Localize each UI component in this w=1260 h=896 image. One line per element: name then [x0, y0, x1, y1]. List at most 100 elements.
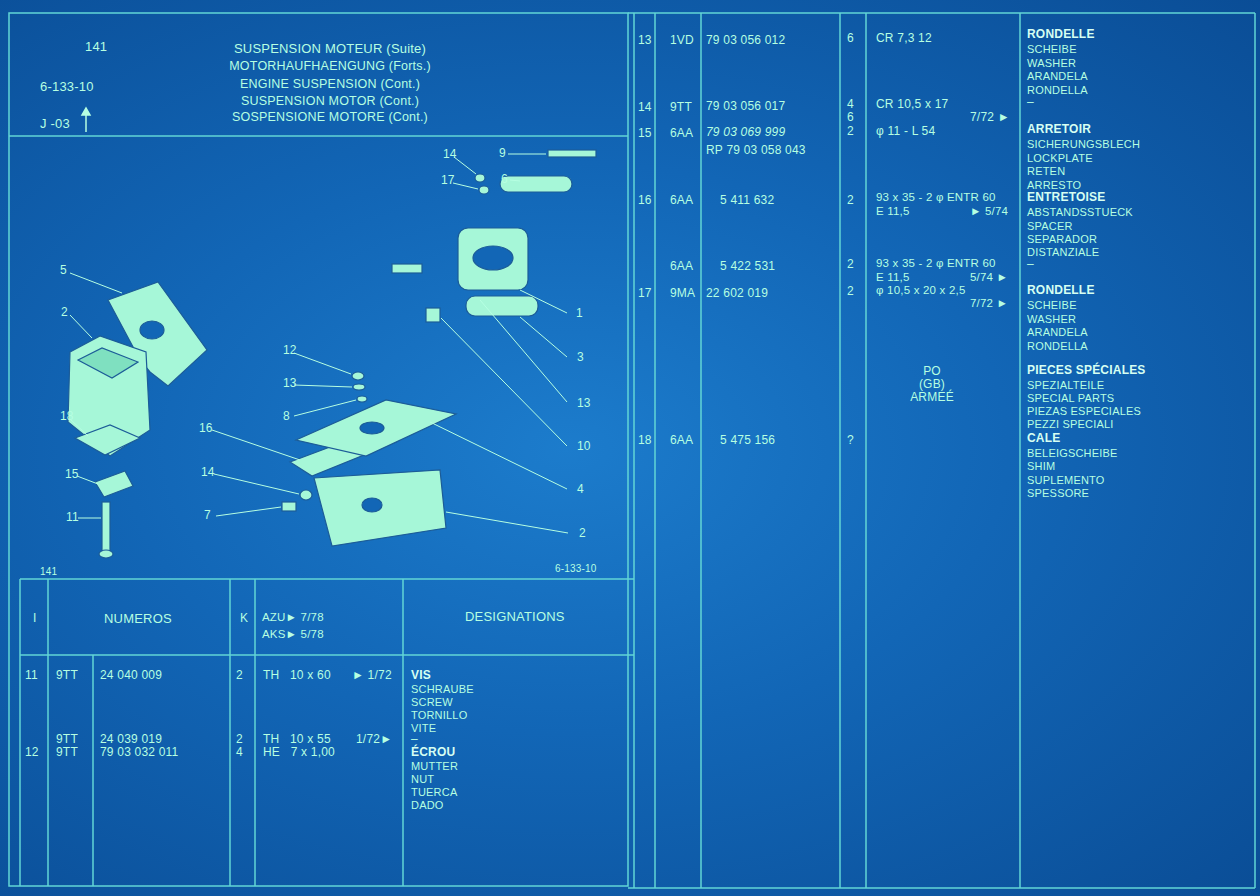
heading-text: J -03 [40, 117, 70, 132]
header-rule [9, 135, 628, 137]
nut-12 [352, 372, 364, 380]
table-cell: 2 [847, 194, 854, 208]
bolt-head [99, 550, 113, 558]
table-cell: HE 7 x 1,00 [263, 746, 335, 760]
leader-line [212, 430, 300, 460]
table-cell: 1/72► [356, 733, 392, 747]
leader-line [77, 476, 98, 484]
table-cell: 6 [847, 111, 854, 125]
table-rule [254, 579, 256, 886]
table-cell: 9TT [56, 746, 78, 760]
leader-lines [70, 154, 568, 533]
washer-13 [353, 384, 365, 390]
callout-number: 15 [65, 468, 79, 482]
table-rule [633, 13, 635, 888]
arrow-head [82, 108, 90, 115]
table-rule [628, 887, 1255, 889]
plate-1 [458, 228, 528, 290]
figure-rule [20, 578, 634, 580]
table-cell: 13 [638, 34, 652, 48]
table-rule [839, 13, 841, 888]
callout-number: 4 [577, 483, 584, 497]
table-cell: SHIM [1027, 460, 1055, 473]
table-cell: ARRETOIR [1027, 123, 1091, 137]
heading-text: SUSPENSION MOTOR (Cont.) [241, 94, 419, 108]
table-cell: ARRESTO [1027, 179, 1081, 192]
arrow-shaft [85, 114, 87, 132]
table-cell: 15 [638, 127, 652, 141]
table-rule [19, 579, 21, 886]
table-cell: (GB) [919, 378, 945, 392]
plate-hole [473, 246, 513, 270]
revision-arrow [82, 108, 90, 132]
table-cell: 9TT [56, 669, 78, 683]
table-cell: 6AA [670, 260, 693, 274]
leader-line [214, 474, 299, 494]
callout-number: 13 [577, 397, 591, 411]
table-rule [20, 654, 634, 656]
table-cell: AKS► 5/78 [262, 628, 324, 641]
leader-line [453, 183, 478, 189]
mount-2-center [314, 470, 446, 546]
table-cell: 5 411 632 [720, 194, 774, 208]
table-cell: PIECES SPÉCIALES [1027, 364, 1146, 378]
shim-18 [75, 425, 140, 455]
table-cell: 12 [25, 746, 39, 760]
table-cell: E 11,5 [876, 271, 910, 284]
table-cell: 93 x 35 - 2 φ ENTR 60 [876, 191, 996, 204]
table-cell: TUERCA [411, 786, 457, 799]
table-cell: 1VD [670, 34, 694, 48]
table-cell: 5 422 531 [720, 260, 775, 274]
table-cell: SICHERUNGSBLECH [1027, 138, 1140, 151]
stud [392, 264, 422, 273]
leader-line [294, 385, 352, 387]
table-cell: – [1027, 96, 1034, 110]
plate-hole [140, 321, 164, 339]
leader-line [510, 180, 520, 181]
table-cell: 2 [847, 285, 854, 299]
table-cell: RP 79 03 058 043 [706, 144, 806, 158]
table-grid [9, 13, 1255, 888]
table-cell: 14 [638, 101, 652, 115]
table-cell: CALE [1027, 432, 1060, 446]
table-cell: I [33, 612, 37, 626]
callout-number: 2 [579, 527, 586, 541]
table-cell: SCREW [411, 696, 453, 709]
bolt-11 [102, 502, 110, 552]
table-cell: 7/72 ► [970, 111, 1010, 125]
table-cell: PEZZI SPECIALI [1027, 418, 1114, 431]
table-cell: 79 03 056 017 [706, 100, 785, 114]
table-cell: TH 10 x 60 [263, 669, 331, 683]
callout-number: 12 [283, 344, 297, 358]
table-cell: 9TT [56, 733, 78, 747]
callout-number: 10 [577, 440, 591, 454]
table-rule [402, 579, 404, 886]
table-cell: RONDELLA [1027, 84, 1088, 97]
table-cell: ? [847, 434, 854, 448]
table-cell: VIS [411, 669, 431, 683]
table-cell: 79 03 032 011 [100, 746, 178, 760]
table-cell: ARMEÉ [910, 391, 954, 405]
callout-number: 14 [201, 466, 215, 480]
washer-14 [300, 490, 312, 500]
leader-line [294, 353, 351, 374]
callout-number: 11 [66, 511, 79, 525]
table-cell: 2 [236, 733, 243, 747]
heading-text: 6-133-10 [40, 80, 94, 95]
table-cell: ► 5/74 [970, 205, 1008, 218]
table-rule [700, 13, 702, 888]
table-cell: φ 11 - L 54 [876, 125, 935, 139]
table-rule [865, 13, 867, 888]
table-cell: 18 [638, 434, 652, 448]
table-cell: – [411, 733, 418, 747]
callout-number: 18 [60, 410, 74, 424]
callout-number: 2 [61, 306, 68, 320]
table-cell: ARANDELA [1027, 70, 1088, 83]
table-cell: SEPARADOR [1027, 233, 1097, 246]
table-cell: SUPLEMENTO [1027, 474, 1105, 487]
heading-text: MOTORHAUFHAENGUNG (Forts.) [229, 59, 431, 73]
table-cell: – [1027, 258, 1034, 272]
table-cell: AZU► 7/78 [262, 611, 324, 624]
callout-number: 9 [499, 147, 506, 161]
table-rule [92, 655, 94, 886]
